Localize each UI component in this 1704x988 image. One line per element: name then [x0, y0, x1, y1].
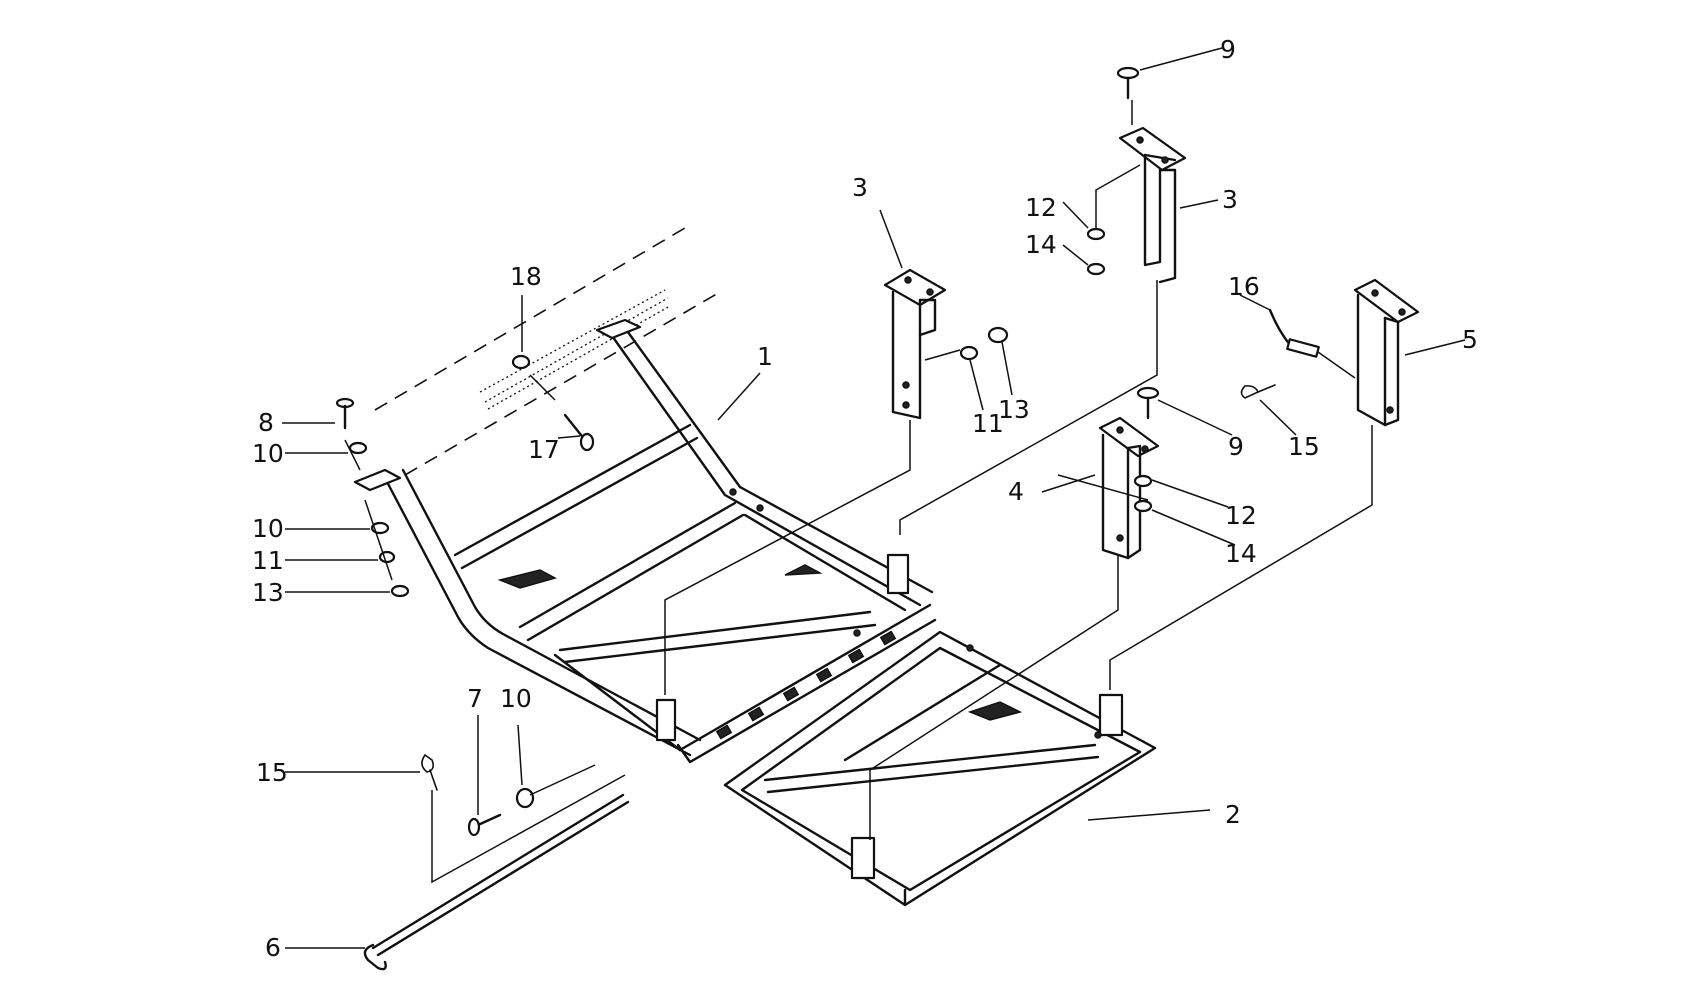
fasteners — [335, 66, 1320, 837]
guide-dashed-lines — [374, 227, 721, 476]
callout-17: 17 — [528, 435, 560, 464]
callout-14-a: 14 — [1025, 230, 1057, 259]
callout-7: 7 — [467, 684, 483, 713]
callout-10-c: 10 — [500, 684, 532, 713]
callout-10-a: 10 — [252, 439, 284, 468]
callout-8: 8 — [258, 408, 274, 437]
callout-14-b: 14 — [1225, 539, 1257, 568]
bracket-part-3-right — [1118, 126, 1187, 284]
assembly-lines — [344, 100, 1373, 884]
callout-12-a: 12 — [1025, 193, 1057, 222]
lower-frame-part-2 — [723, 630, 1157, 907]
callout-11-b: 11 — [972, 409, 1004, 438]
callout-9-mid: 9 — [1228, 432, 1244, 461]
bracket-part-5 — [1353, 278, 1420, 427]
callout-18: 18 — [510, 262, 542, 291]
callout-4: 4 — [1008, 477, 1024, 506]
callout-3-left: 3 — [852, 173, 868, 202]
callout-10-b: 10 — [252, 514, 284, 543]
callout-3-right: 3 — [1222, 185, 1238, 214]
bracket-part-4 — [1098, 416, 1160, 560]
callout-labels: 1 2 3 3 4 5 6 7 8 9 9 10 10 10 11 11 12 … — [252, 35, 1478, 962]
callout-9-top: 9 — [1220, 35, 1236, 64]
callout-11-a: 11 — [252, 546, 284, 575]
rod-part-6 — [363, 793, 630, 971]
callout-13-b: 13 — [998, 395, 1030, 424]
callout-12-b: 12 — [1225, 501, 1257, 530]
callout-2: 2 — [1225, 800, 1241, 829]
callout-13-a: 13 — [252, 578, 284, 607]
callout-16: 16 — [1228, 272, 1260, 301]
main-frame-part-1 — [353, 318, 937, 764]
callout-6: 6 — [265, 933, 281, 962]
callout-15-a: 15 — [256, 758, 288, 787]
callout-1: 1 — [757, 342, 773, 371]
front-rail-rivets — [715, 630, 897, 740]
callout-15-b: 15 — [1288, 432, 1320, 461]
callout-leaders — [282, 47, 1466, 949]
bracket-part-3-left — [883, 268, 947, 420]
callout-5: 5 — [1462, 325, 1478, 354]
